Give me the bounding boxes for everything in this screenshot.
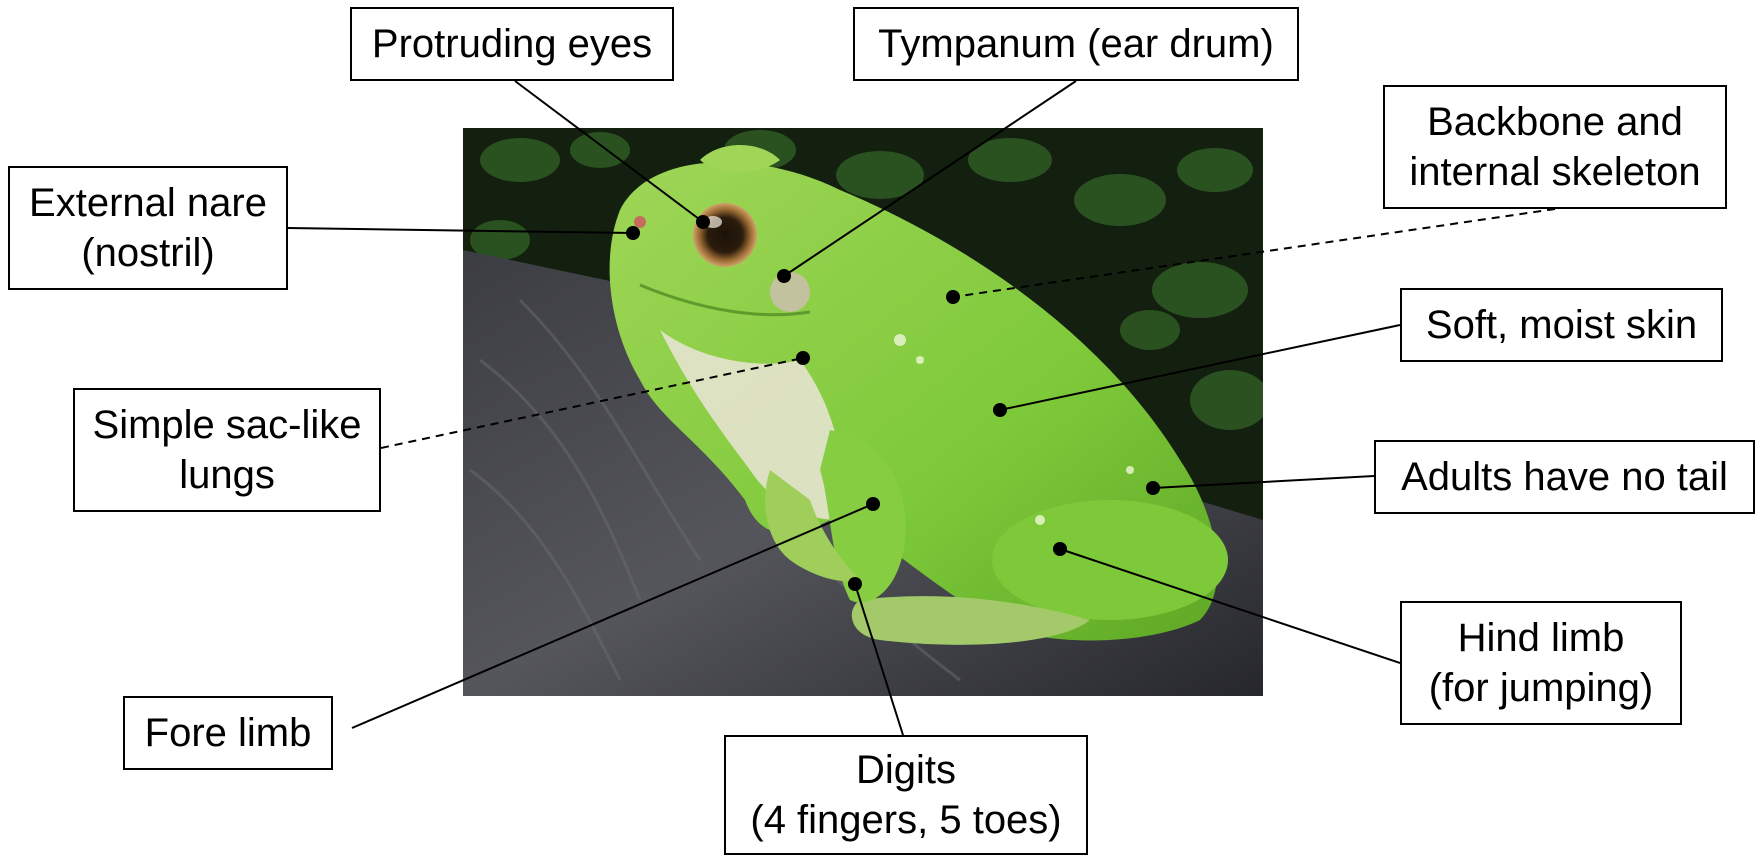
- frog-eye: [693, 203, 757, 267]
- label-external-nare: External nare(nostril): [8, 166, 288, 290]
- pointer-dot: [848, 577, 862, 591]
- label-line: (for jumping): [1429, 663, 1654, 713]
- pointer-dot: [777, 269, 791, 283]
- label-line: Adults have no tail: [1401, 452, 1728, 502]
- pointer-dot: [946, 290, 960, 304]
- frog-nostril: [634, 216, 646, 228]
- label-line: Tympanum (ear drum): [878, 19, 1274, 69]
- label-line: (4 fingers, 5 toes): [750, 795, 1061, 845]
- pointer-dot: [626, 226, 640, 240]
- frog-hind-leg: [992, 500, 1228, 620]
- label-line: Fore limb: [145, 708, 312, 758]
- label-soft-skin: Soft, moist skin: [1400, 288, 1723, 362]
- pointer-dot: [696, 215, 710, 229]
- pointer-dot: [796, 351, 810, 365]
- label-line: Digits: [856, 745, 956, 795]
- pointer-dot: [1146, 481, 1160, 495]
- pointer-dot: [993, 403, 1007, 417]
- label-hind-limb: Hind limb(for jumping): [1400, 601, 1682, 725]
- label-tympanum: Tympanum (ear drum): [853, 7, 1299, 81]
- label-digits: Digits(4 fingers, 5 toes): [724, 735, 1088, 855]
- label-protruding-eyes: Protruding eyes: [350, 7, 674, 81]
- label-line: lungs: [179, 450, 275, 500]
- label-fore-limb: Fore limb: [123, 696, 333, 770]
- label-line: internal skeleton: [1409, 147, 1700, 197]
- label-line: Soft, moist skin: [1426, 300, 1697, 350]
- frog-photograph: [463, 128, 1270, 696]
- label-line: Simple sac-like: [93, 400, 362, 450]
- label-line: External nare: [29, 178, 267, 228]
- pointer-dot: [866, 497, 880, 511]
- logo-icon: [1600, 0, 1660, 10]
- label-line: (nostril): [81, 228, 214, 278]
- label-line: Hind limb: [1458, 613, 1625, 663]
- label-no-tail: Adults have no tail: [1374, 440, 1755, 514]
- pointer-dot: [1053, 542, 1067, 556]
- label-line: Backbone and: [1427, 97, 1683, 147]
- label-line: Protruding eyes: [372, 19, 652, 69]
